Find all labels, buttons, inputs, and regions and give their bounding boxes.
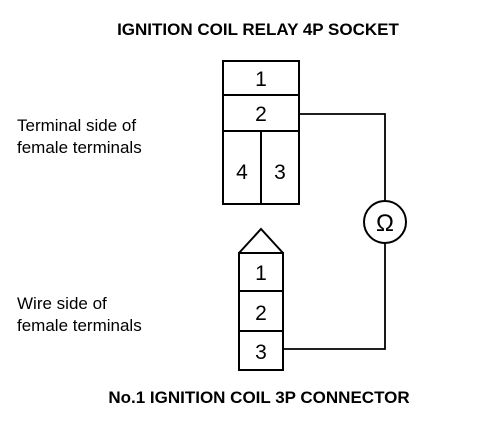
ohmmeter-icon: Ω	[363, 200, 407, 244]
ohm-symbol: Ω	[376, 210, 394, 237]
test-lead-socket-pin-2	[299, 113, 386, 201]
connector-side-label-line1: Wire side of	[17, 294, 107, 313]
connector-pin-1: 1	[255, 262, 267, 285]
connector-pin-3: 3	[255, 341, 267, 364]
socket-pin-2: 2	[255, 103, 267, 126]
ohmmeter-circle	[363, 200, 407, 244]
socket-side-label-line1: Terminal side of	[17, 116, 136, 135]
socket-side-label-line2: female terminals	[17, 138, 142, 157]
socket-title: IGNITION COIL RELAY 4P SOCKET	[117, 20, 399, 39]
socket-pin-1: 1	[255, 68, 267, 91]
coil-connector: 1 2 3	[238, 227, 284, 371]
connector-side-label-line2: female terminals	[17, 316, 142, 335]
socket-pin-3: 3	[274, 161, 286, 184]
connector-outline	[238, 252, 284, 371]
relay-socket: 1 2 4 3	[222, 60, 300, 205]
connector-title: No.1 IGNITION COIL 3P CONNECTOR	[108, 388, 409, 407]
connector-key-peak	[238, 227, 284, 254]
socket-pin-4: 4	[236, 161, 248, 184]
test-lead-connector-pin-3	[283, 243, 386, 350]
connector-pin-2: 2	[255, 302, 267, 325]
